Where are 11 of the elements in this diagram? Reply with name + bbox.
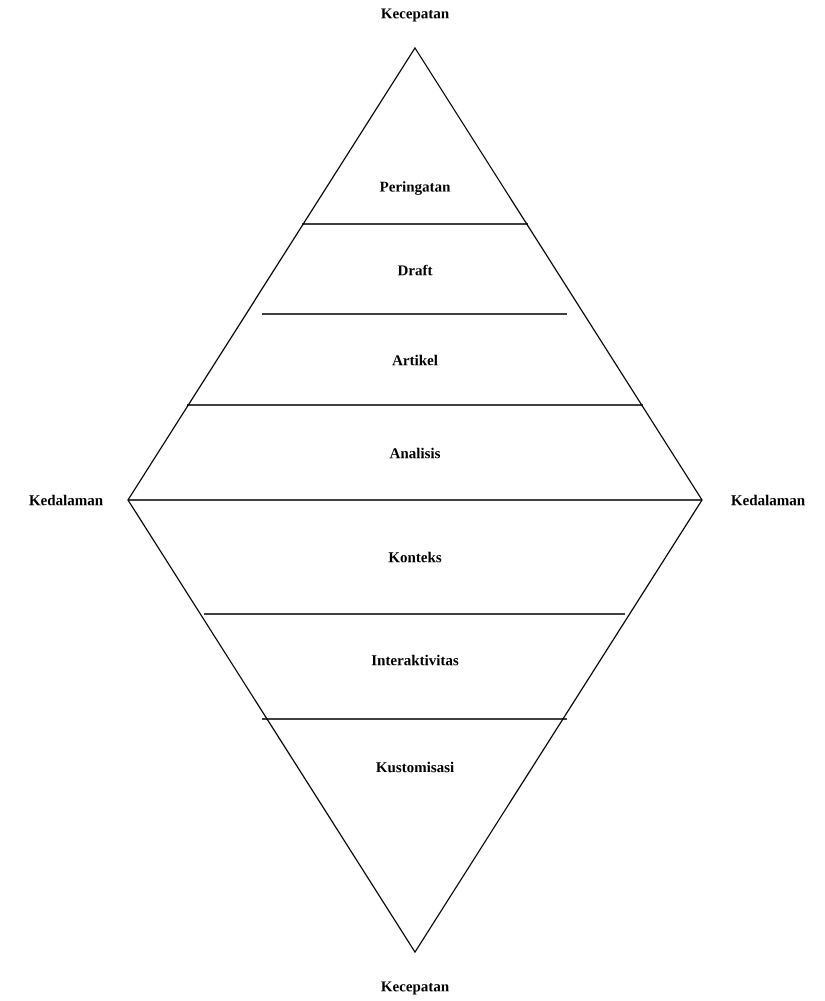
band-label: Kustomisasi (376, 761, 454, 773)
band-label: Analisis (389, 447, 441, 459)
band-label: Draft (397, 264, 433, 276)
axis-label: Kecepatan (381, 8, 449, 22)
axis-label: Kedalaman (731, 494, 805, 506)
band-label: Interaktivitas (371, 654, 459, 666)
band-label: Konteks (388, 551, 442, 563)
band-label: Artikel (392, 354, 438, 366)
axis-label: Kecepatan (381, 981, 449, 995)
band-label: Peringatan (379, 181, 451, 195)
axis-label: Kedalaman (29, 494, 103, 506)
